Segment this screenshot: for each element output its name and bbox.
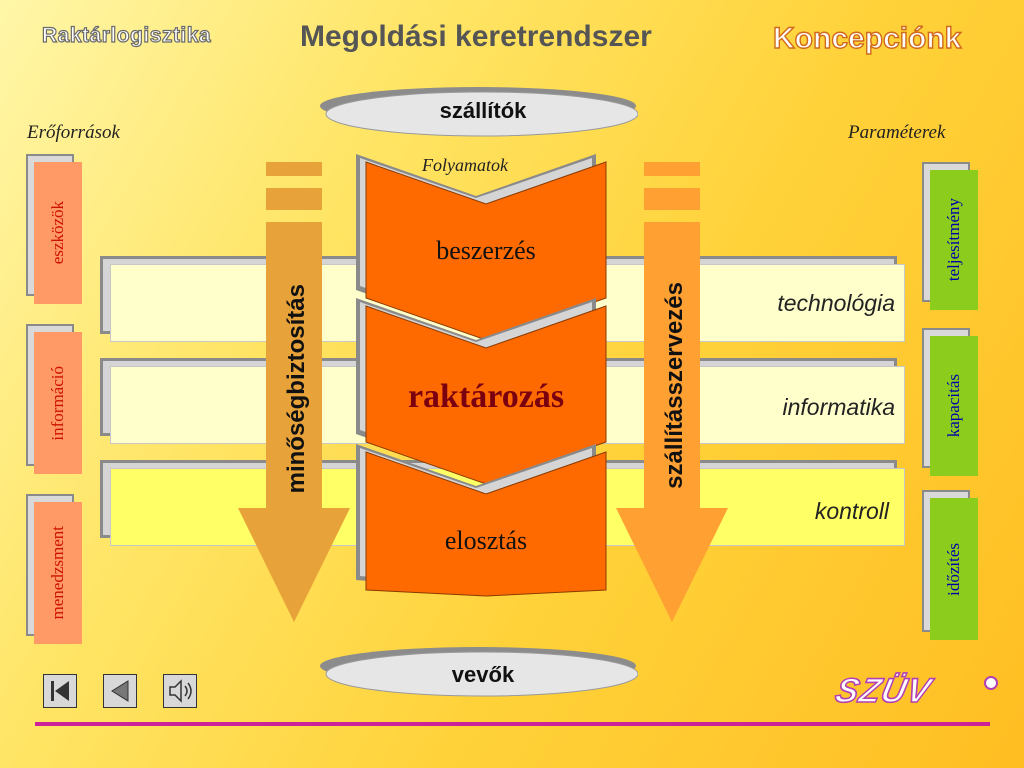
resources-heading: Erőforrások <box>27 122 120 143</box>
suppliers-oval: szállítók <box>318 86 638 138</box>
resource-card-tools: eszközök <box>26 154 82 304</box>
bottom-divider <box>35 722 990 726</box>
resource-card-management: menedzsment <box>26 494 82 644</box>
customers-label: vevők <box>451 662 515 687</box>
resource-card-tools-label: eszközök <box>48 201 67 265</box>
band-control-label: kontroll <box>814 498 889 524</box>
parameters-heading: Paraméterek <box>848 122 946 143</box>
szuv-logo: SZÜV <box>831 671 935 711</box>
header-right-title: Koncepciónk <box>772 21 962 55</box>
suppliers-label: szállítók <box>439 98 527 123</box>
previous-slide-icon <box>111 680 129 702</box>
first-slide-button[interactable] <box>43 674 77 708</box>
parameter-card-timing: időzítés <box>922 490 978 640</box>
sound-button[interactable] <box>163 674 197 708</box>
parameter-card-performance-label: teljesítmény <box>944 198 963 282</box>
process-step-distribution: elosztás <box>444 526 528 555</box>
resource-card-information-label: információ <box>48 365 67 441</box>
logo-dot-icon <box>984 676 998 690</box>
customers-oval: vevők <box>318 646 638 698</box>
parameter-card-performance: teljesítmény <box>922 162 978 310</box>
process-step-warehousing: raktározás <box>407 378 565 415</box>
page-title: Megoldási keretrendszer <box>300 20 652 53</box>
sound-icon <box>169 679 192 703</box>
parameter-card-capacity-label: kapacitás <box>944 374 963 438</box>
first-slide-icon <box>51 681 69 701</box>
previous-slide-button[interactable] <box>103 674 137 708</box>
shipping-organisation-arrow <box>616 162 728 622</box>
resource-card-management-label: menedzsment <box>48 526 67 620</box>
band-technology-label: technológia <box>777 290 895 316</box>
quality-assurance-label: minőségbiztosítás <box>283 284 310 494</box>
processes-heading: Folyamatok <box>422 155 508 175</box>
shipping-organisation-label-wrap: szállításszervezés <box>654 254 696 516</box>
process-step-procurement: beszerzés <box>436 236 536 265</box>
resource-card-information: információ <box>26 324 82 474</box>
shipping-organisation-label: szállításszervezés <box>661 281 688 489</box>
parameter-card-timing-label: időzítés <box>944 542 963 596</box>
band-informatics-label: informatika <box>782 394 895 420</box>
process-chevrons <box>356 154 607 597</box>
quality-assurance-arrow <box>238 162 350 622</box>
parameter-card-capacity: kapacitás <box>922 328 978 476</box>
header-left-title: Raktárlogisztika <box>41 23 212 47</box>
quality-assurance-label-wrap: minőségbiztosítás <box>277 258 317 520</box>
